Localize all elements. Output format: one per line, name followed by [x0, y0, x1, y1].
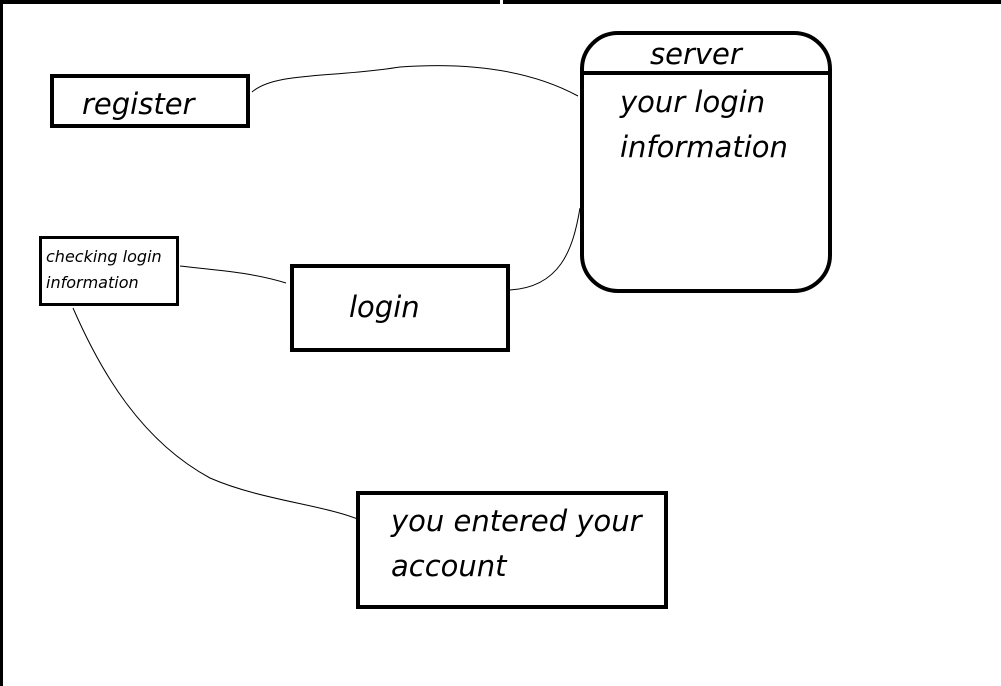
register-box: register — [50, 74, 250, 128]
server-body-line-1: your login — [620, 85, 766, 119]
frame-left-edge — [0, 0, 3, 686]
checking-label-line-2: information — [46, 273, 139, 292]
connector-checking-login — [179, 265, 287, 284]
checking-login-information-box: checking login information — [39, 236, 179, 306]
server-title: server — [650, 37, 742, 71]
login-label: login — [349, 290, 420, 324]
frame-tick-mark — [500, 0, 503, 6]
login-box: login — [290, 264, 510, 352]
connector-login-server — [509, 207, 581, 291]
connector-checking-account — [72, 307, 361, 521]
account-entered-box: you entered your account — [356, 491, 668, 609]
server-body-line-2: information — [620, 130, 788, 164]
account-label-line-2: account — [391, 549, 507, 583]
server-divider — [584, 71, 828, 75]
server-box: server your login information — [580, 31, 832, 293]
register-label: register — [82, 87, 195, 121]
checking-label-line-1: checking login — [46, 247, 162, 266]
account-label-line-1: you entered your — [391, 504, 642, 538]
connector-register-server — [251, 65, 579, 97]
